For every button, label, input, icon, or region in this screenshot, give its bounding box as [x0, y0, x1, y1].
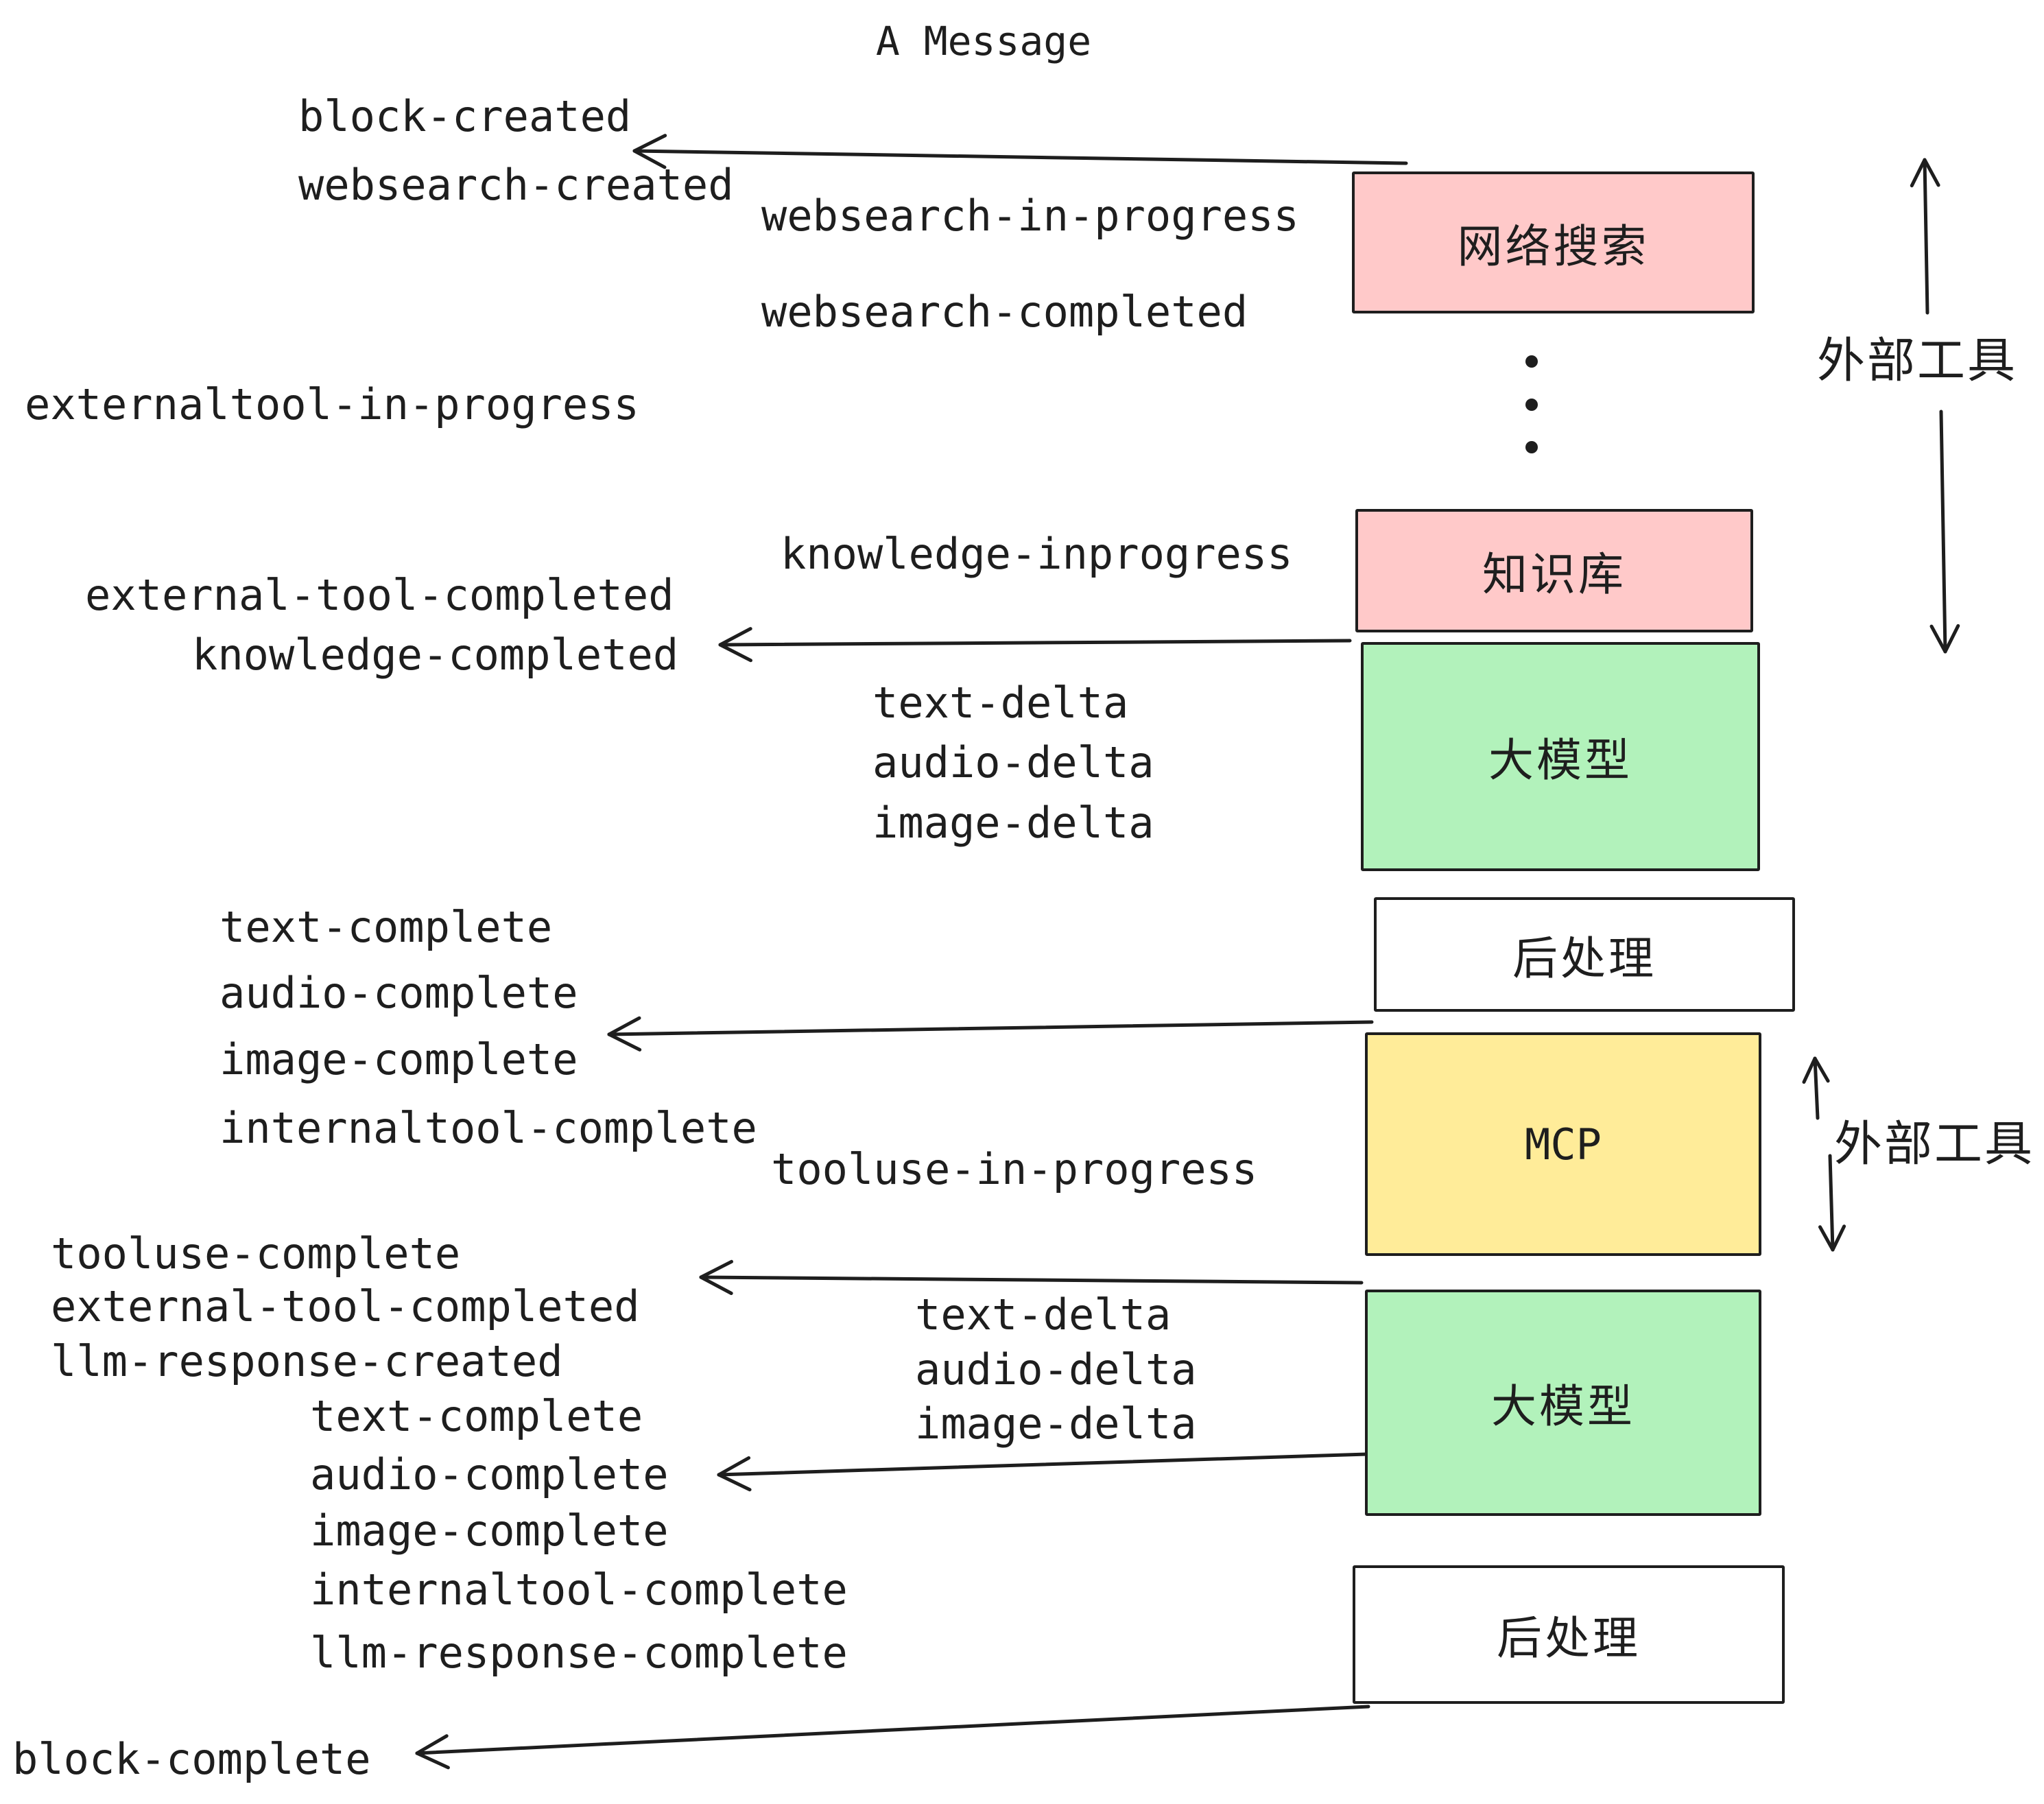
event-label-block-created: block-created	[298, 91, 632, 141]
event-label-text-complete: text-complete	[310, 1391, 643, 1441]
box-knowledge-label: 知识库	[1482, 549, 1626, 600]
event-label-block-complete: block-complete	[12, 1734, 371, 1784]
event-label-knowledge-inprogress: knowledge-inprogress	[781, 529, 1293, 579]
box-mcp-label: MCP	[1525, 1119, 1602, 1170]
box-llm-1-label: 大模型	[1488, 735, 1632, 785]
box-websearch: 网络搜索	[1352, 171, 1755, 313]
ellipsis-dot-1	[1525, 355, 1538, 368]
event-label-llm-response-created: llm-response-created	[51, 1336, 563, 1386]
box-postprocess-1-label: 后处理	[1512, 932, 1656, 984]
event-label-websearch-completed: websearch-completed	[761, 287, 1248, 337]
box-postprocess-2-label: 后处理	[1497, 1613, 1641, 1663]
event-label-tooluse-in-progress: tooluse-in-progress	[771, 1144, 1258, 1194]
event-label-externaltool-in-progress: externaltool-in-progress	[25, 379, 639, 429]
box-llm-2: 大模型	[1365, 1290, 1761, 1516]
event-label-tooluse-complete: tooluse-complete	[51, 1229, 461, 1279]
external-tool-up-arrow-1	[1910, 158, 1940, 315]
event-label-external-tool-completed: external-tool-completed	[85, 570, 674, 620]
event-label-image-complete: image-complete	[310, 1506, 669, 1556]
external-tool-down-arrow-1	[1929, 410, 1960, 654]
event-label-audio-delta: audio-delta	[872, 737, 1154, 787]
event-label-websearch-in-progress: websearch-in-progress	[761, 191, 1299, 241]
page-title: A Message	[875, 18, 1092, 64]
event-label-image-complete: image-complete	[219, 1034, 578, 1084]
box-knowledge: 知识库	[1355, 509, 1753, 632]
event-label-image-delta: image-delta	[915, 1399, 1197, 1449]
external-tools-label-2: 外部工具	[1834, 1117, 2034, 1171]
external-tool-up-arrow-2	[1802, 1056, 1830, 1120]
event-label-text-delta: text-delta	[915, 1290, 1172, 1340]
event-label-text-delta: text-delta	[872, 678, 1129, 728]
event-label-audio-complete: audio-complete	[219, 968, 578, 1018]
arrow-to-block-created	[632, 134, 1408, 169]
arrow-to-image-complete	[607, 1016, 1374, 1052]
event-label-llm-response-complete: llm-response-complete	[310, 1628, 848, 1678]
event-label-image-delta: image-delta	[872, 798, 1154, 848]
event-label-internaltool-complete: internaltool-complete	[219, 1103, 757, 1153]
box-llm-2-label: 大模型	[1491, 1381, 1635, 1432]
event-label-knowledge-completed: knowledge-completed	[192, 630, 679, 680]
event-label-audio-delta: audio-delta	[915, 1344, 1197, 1394]
box-postprocess-2: 后处理	[1353, 1565, 1785, 1704]
ellipsis-dot-3	[1525, 441, 1538, 453]
external-tools-label-1: 外部工具	[1817, 333, 2017, 388]
ellipsis-dot-2	[1525, 399, 1538, 411]
event-label-text-complete: text-complete	[219, 902, 553, 952]
arrow-to-block-complete	[415, 1705, 1370, 1770]
box-llm-1: 大模型	[1361, 642, 1760, 871]
event-label-audio-complete: audio-complete	[310, 1449, 669, 1499]
arrow-to-knowledge-completed	[718, 627, 1352, 663]
event-label-websearch-created: websearch-created	[298, 160, 734, 210]
event-label-external-tool-completed: external-tool-completed	[51, 1281, 640, 1331]
box-mcp: MCP	[1365, 1032, 1761, 1256]
arrow-to-audio-complete	[717, 1452, 1369, 1492]
box-websearch-label: 网络搜索	[1457, 220, 1650, 272]
event-label-internaltool-complete: internaltool-complete	[310, 1565, 848, 1615]
box-postprocess-1: 后处理	[1374, 897, 1795, 1012]
